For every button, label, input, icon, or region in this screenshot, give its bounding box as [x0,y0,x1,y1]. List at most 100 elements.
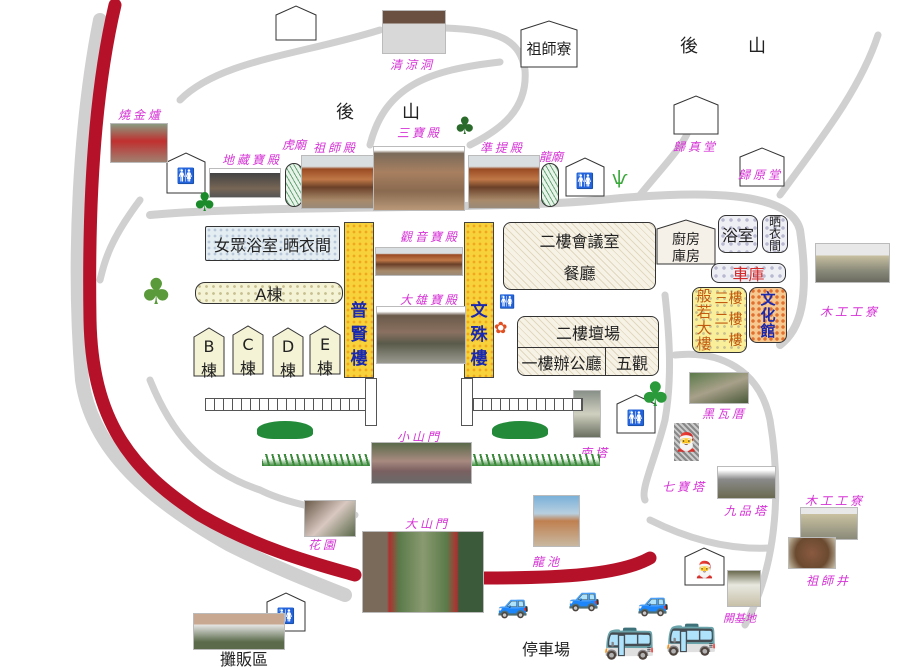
nine-grade-pagoda-photo[interactable] [717,466,776,499]
founding-site-photo[interactable] [727,570,761,607]
block-suffix: 棟 [316,359,333,378]
vendor-area-photo[interactable] [193,613,285,650]
wuguan-room[interactable]: 五觀 [615,353,648,373]
restroom-icon[interactable]: 🚻 [616,394,656,434]
shaojin-furnace-photo[interactable] [110,123,168,163]
path [671,350,780,629]
dragon-shrine-label: 龍廟 [539,150,564,164]
guanyin-hall-photo[interactable] [375,247,463,276]
gate-post [461,378,473,426]
tower-char: 文 [470,301,488,321]
office-1f[interactable]: 一樓辦公廳 [518,348,606,375]
block-letter: D [281,337,295,356]
women-bath-building[interactable]: 女眾浴室.晒衣間 [205,226,340,261]
dizang-hall-label: 地藏寶殿 [222,153,283,167]
dragon-shrine[interactable] [541,163,559,207]
restroom-icon[interactable]: 🚻 [166,152,206,194]
altar-office-building[interactable]: 二樓壇場 一樓辦公廳 五觀 [517,316,659,376]
black-tile-house-photo[interactable] [689,372,749,404]
great-gate-label: 大山門 [405,517,451,531]
santa-icon: 🎅 [674,423,699,461]
grass-strip [262,454,370,466]
main-red-road-east [478,551,657,585]
floor-labels: 三樓 二樓 一樓 [714,290,743,349]
patriarch-well-label: 祖師井 [806,574,852,588]
dragon-pond-label: 龍池 [532,555,563,569]
bush [492,421,548,439]
sanbao-hall-photo[interactable] [373,146,465,211]
meeting-dining-building[interactable]: 二樓會議室餐廳 [503,222,656,290]
path [176,26,384,104]
path [636,128,692,199]
tower-char: 普 [350,301,368,321]
garage-building[interactable]: 車庫 [711,263,786,284]
flower-icon: ✿ [494,318,508,337]
shaojin-furnace-label: 燒金爐 [118,108,164,122]
bathroom-building[interactable]: 浴室 [718,215,758,253]
small-gate-photo[interactable] [371,442,472,484]
woodshop-2-label: 木工工寮 [805,494,866,508]
daxiong-hall-label: 大雄寶殿 [400,293,461,307]
block-suffix: 棟 [200,361,217,380]
daxiong-hall-photo[interactable] [376,306,466,364]
tower-char: 樓 [350,349,368,369]
wenshu-tower[interactable]: 文殊樓 [464,222,494,378]
zushi-liao-building[interactable]: 祖師寮 [520,20,578,68]
patriarch-well-photo[interactable] [788,537,836,569]
tree-icon: ♣ [454,112,476,140]
zhunti-hall-label: 準提殿 [480,141,526,155]
woodshop-photo[interactable] [815,243,890,283]
block-suffix: 棟 [279,361,296,380]
restroom-icon: 🚻 [499,295,516,310]
altar-2f[interactable]: 二樓壇場 [518,317,658,348]
dragon-pond-photo[interactable] [533,495,580,547]
zushi-hall-photo[interactable] [301,155,374,209]
gate-post [365,378,377,426]
great-gate-photo[interactable] [362,531,484,613]
puxian-tower[interactable]: 普賢樓 [344,222,374,378]
laundry-char: 晒 [768,215,781,229]
garden-label: 花園 [308,538,339,552]
grass-strip [470,454,600,466]
tree-icon: ♣ [140,272,173,313]
culture-hall-building[interactable]: 文化館 [749,287,787,343]
nine-grade-pagoda-label: 九品塔 [724,504,770,518]
path [366,58,504,149]
guiyuan-hall-label: 歸原堂 [738,168,784,182]
zhunti-hall-photo[interactable] [468,155,540,209]
founding-site-shrine[interactable]: 🎅 [684,547,725,586]
zushi-hall-label: 祖師殿 [313,141,359,155]
qingliang-cave-photo[interactable] [382,10,446,54]
guizhen-hall-building[interactable] [673,95,719,135]
railing [473,398,583,411]
guiyuan-hall-building[interactable] [739,147,785,187]
block-letter: C [242,335,254,354]
kitchen-storage-building[interactable]: 廚房庫房 [656,219,716,265]
back-mountain-label: 後山 [680,36,766,57]
laundry-char: 間 [768,239,781,253]
prajna-building[interactable]: 般若大樓 三樓 二樓 一樓 [692,287,747,353]
restroom-icon[interactable]: 🚻 [565,157,605,197]
laundry-building[interactable]: 晒衣間 [762,215,788,253]
car-icon: 🚙 [497,590,530,620]
founding-site-label: 開基地 [723,612,756,625]
tree-icon: ♣ [193,188,217,218]
dizang-hall-photo[interactable] [209,168,281,198]
parking-label: 停車場 [522,640,571,659]
garage-label: 車庫 [732,265,765,284]
car-icon: 🚙 [637,588,670,618]
meeting-room-label: 二樓會議室 [539,232,620,251]
bus-icon: 🚌 [603,612,656,661]
woodshop-2-photo[interactable] [800,507,858,540]
garden-photo[interactable] [304,500,356,537]
qingliang-cave-label: 清涼洞 [390,58,436,72]
block-a-building[interactable]: A棟 [195,282,343,304]
tower-char: 賢 [350,325,368,345]
block-suffix: 棟 [239,359,256,378]
grass-icon: ѱ [612,168,628,189]
